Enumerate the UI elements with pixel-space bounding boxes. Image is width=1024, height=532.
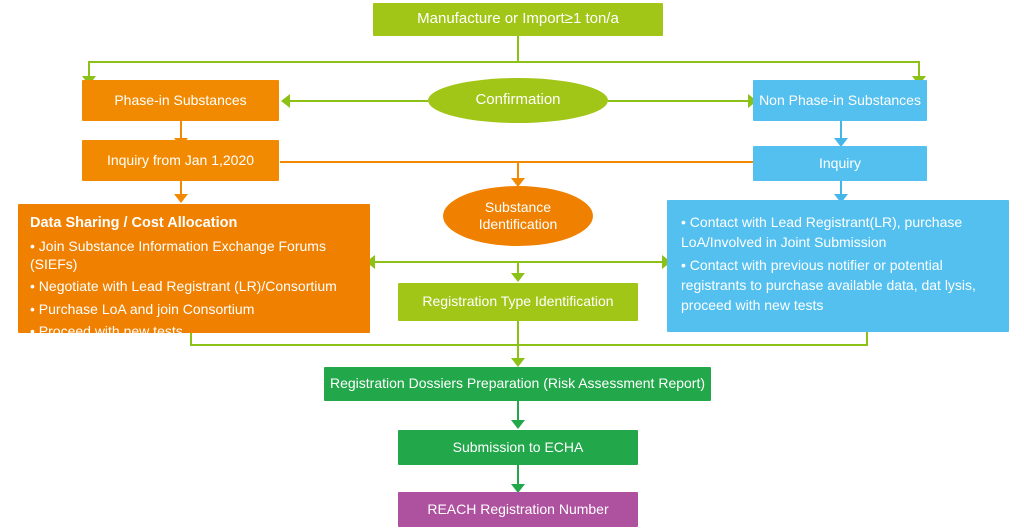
node-label-line2: Identification bbox=[478, 216, 558, 232]
node-label: Inquiry from Jan 1,2020 bbox=[106, 151, 255, 168]
node-label: REACH Registration Number bbox=[427, 500, 609, 517]
node-label-line1: Substance bbox=[484, 198, 552, 215]
node-phase-in-substances[interactable]: Phase-in Substances bbox=[82, 80, 279, 121]
connector-registration-type-down bbox=[517, 321, 519, 361]
node-registration-type-identification[interactable]: Registration Type Identification bbox=[398, 283, 638, 321]
arrow-to-inquiry bbox=[834, 138, 848, 147]
node-inquiry[interactable]: Inquiry bbox=[753, 146, 927, 181]
node-data-sharing-cost-allocation[interactable]: Data Sharing / Cost Allocation • Join Su… bbox=[18, 204, 370, 339]
arrow-confirmation-to-phase-in bbox=[281, 94, 290, 108]
data-sharing-bullet: • Negotiate with Lead Registrant (LR)/Co… bbox=[30, 278, 337, 295]
node-label: Non Phase-in Substances bbox=[759, 91, 921, 108]
data-sharing-heading: Data Sharing / Cost Allocation bbox=[30, 215, 238, 231]
node-confirmation[interactable]: Confirmation bbox=[428, 78, 608, 123]
connector-data-sharing-down bbox=[190, 333, 192, 346]
connector-data-sharing-bidirectional bbox=[374, 261, 664, 263]
arrow-to-submission bbox=[511, 420, 525, 429]
node-label: Registration Type Identification bbox=[422, 293, 614, 310]
arrow-bidir-left bbox=[366, 255, 375, 269]
connector-submission-down bbox=[517, 465, 519, 487]
node-registration-dossiers-preparation[interactable]: Registration Dossiers Preparation (Risk … bbox=[324, 367, 711, 401]
node-label: Submission to ECHA bbox=[452, 438, 584, 455]
arrow-to-dossiers bbox=[511, 358, 525, 367]
arrow-to-substance-identification bbox=[511, 178, 525, 187]
connector-start-down bbox=[517, 34, 519, 62]
connector-inquiry-bus-drop bbox=[517, 161, 519, 180]
node-manufacture-or-import[interactable]: Manufacture or Import≥1 ton/a bbox=[373, 3, 663, 36]
node-label: Confirmation bbox=[475, 91, 561, 109]
arrow-to-reach-number bbox=[511, 484, 525, 493]
arrow-to-lead-registrant bbox=[834, 194, 848, 203]
arrow-to-registration-type bbox=[511, 273, 525, 282]
connector-non-phase-in-down bbox=[840, 121, 842, 140]
lead-registrant-bullet: • Contact with Lead Registrant(LR), purc… bbox=[681, 214, 963, 251]
connector-phase-in-down bbox=[180, 121, 182, 140]
data-sharing-bullet: • Purchase LoA and join Consortium bbox=[30, 300, 255, 317]
node-label: Registration Dossiers Preparation (Risk … bbox=[329, 375, 706, 392]
connector-confirmation-left bbox=[288, 100, 428, 102]
connector-split-left-drop bbox=[88, 61, 90, 79]
arrow-bidir-right bbox=[662, 255, 671, 269]
connector-dossiers-down bbox=[517, 401, 519, 423]
connector-merge-bus bbox=[190, 344, 868, 346]
data-sharing-bullet: • Proceed with new tests bbox=[30, 323, 183, 340]
arrow-confirmation-to-non-phase-in bbox=[748, 94, 757, 108]
connector-inquiry-down bbox=[840, 181, 842, 196]
node-non-phase-in-substances[interactable]: Non Phase-in Substances bbox=[753, 80, 927, 121]
node-label: Manufacture or Import≥1 ton/a bbox=[417, 10, 619, 28]
connector-split-right-drop bbox=[918, 61, 920, 79]
connector-inquiry-jan-down bbox=[180, 181, 182, 196]
node-label: Phase-in Substances bbox=[114, 91, 247, 108]
connector-lead-registrant-down bbox=[866, 332, 868, 346]
node-submission-to-echa[interactable]: Submission to ECHA bbox=[398, 430, 638, 465]
data-sharing-bullet: • Join Substance Information Exchange Fo… bbox=[30, 238, 326, 272]
node-label: Inquiry bbox=[818, 154, 862, 171]
node-reach-registration-number[interactable]: REACH Registration Number bbox=[398, 492, 638, 527]
connector-split-bus bbox=[88, 61, 920, 63]
lead-registrant-bullet: • Contact with previous notifier or pote… bbox=[681, 256, 976, 314]
arrow-to-data-sharing bbox=[174, 194, 188, 203]
connector-confirmation-right bbox=[608, 100, 750, 102]
connector-bidir-drop bbox=[517, 261, 519, 275]
node-lead-registrant-contact[interactable]: • Contact with Lead Registrant(LR), purc… bbox=[667, 200, 1009, 332]
node-inquiry-from-jan[interactable]: Inquiry from Jan 1,2020 bbox=[82, 140, 279, 181]
node-substance-identification[interactable]: Substance Identification bbox=[443, 186, 593, 246]
